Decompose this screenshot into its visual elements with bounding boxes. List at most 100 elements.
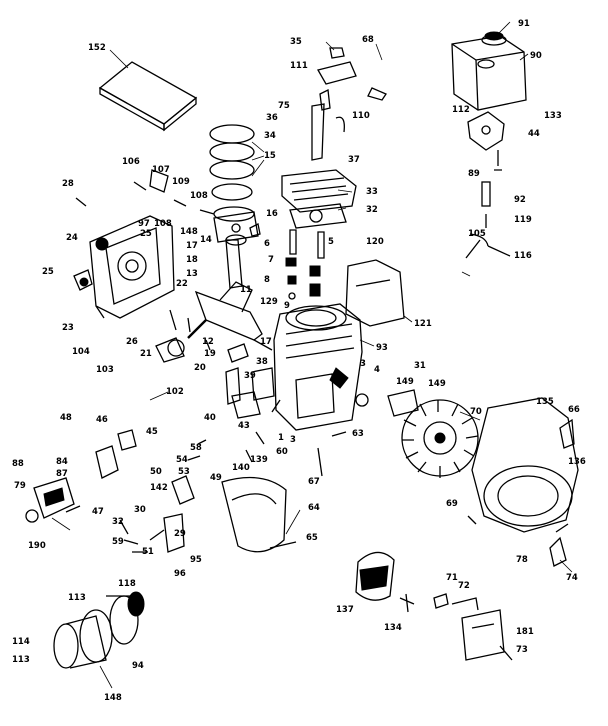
part-label: 3 [290, 435, 296, 445]
part-label: 53 [178, 467, 190, 477]
part-label: 84 [56, 457, 68, 467]
part-label: 46 [96, 415, 108, 425]
part-label: 54 [176, 455, 188, 465]
part-label: 44 [528, 129, 540, 139]
part-label: 87 [56, 469, 68, 479]
ignition-coil [355, 551, 505, 661]
part-label: 142 [150, 483, 168, 493]
part-label: 16 [266, 209, 278, 219]
piston-rings [209, 124, 255, 201]
part-label: 116 [514, 251, 532, 261]
part-label: 29 [174, 529, 186, 539]
part-label: 49 [210, 473, 222, 483]
leader-lines [51, 21, 573, 573]
part-label: 69 [446, 499, 458, 509]
part-label: 95 [190, 555, 202, 565]
part-label: 111 [290, 61, 308, 71]
part-label: 22 [176, 279, 188, 289]
part-label: 17 [186, 241, 198, 251]
part-label: 6 [264, 239, 270, 249]
part-label: 104 [72, 347, 90, 357]
part-label: 135 [536, 397, 554, 407]
part-label: 148 [180, 227, 198, 237]
part-label: 58 [190, 443, 202, 453]
part-label: 51 [142, 547, 154, 557]
blower-housing [471, 397, 579, 533]
part-label: 11 [240, 285, 252, 295]
part-label: 15 [264, 151, 276, 161]
part-label: 36 [266, 113, 278, 123]
part-label: 8 [264, 275, 270, 285]
part-label: 96 [174, 569, 186, 579]
part-label: 107 [152, 165, 170, 175]
part-label: 43 [238, 421, 250, 431]
part-label: 148 [104, 693, 122, 703]
part-label: 7 [268, 255, 274, 265]
part-label: 66 [568, 405, 580, 415]
part-label: 68 [362, 35, 374, 45]
part-label: 129 [260, 297, 278, 307]
part-label: 149 [396, 377, 414, 387]
part-label: 73 [516, 645, 528, 655]
part-label: 26 [126, 337, 138, 347]
crankshaft [187, 234, 273, 351]
part-label: 106 [122, 157, 140, 167]
part-label: 70 [470, 407, 482, 417]
part-label: 133 [544, 111, 562, 121]
air-cleaner-assembly [53, 591, 145, 689]
part-label: 108 [190, 191, 208, 201]
part-label: 113 [12, 655, 30, 665]
part-label: 88 [12, 459, 24, 469]
governor-parts [155, 337, 275, 419]
part-label: 119 [514, 215, 532, 225]
part-label: 105 [468, 229, 486, 239]
part-labels: 152 35 68 91 90 111 75 110 112 133 44 36… [12, 19, 586, 703]
part-label: 190 [28, 541, 46, 551]
part-label: 114 [12, 637, 30, 647]
part-label: 34 [264, 131, 276, 141]
part-label: 4 [374, 365, 380, 375]
part-label: 67 [308, 477, 320, 487]
part-label: 97 [138, 219, 150, 229]
part-label: 109 [172, 177, 190, 187]
part-label: 3 [360, 359, 366, 369]
part-label: 120 [366, 237, 384, 247]
part-label: 17 [260, 337, 272, 347]
part-label: 31 [414, 361, 426, 371]
part-label: 50 [150, 467, 162, 477]
part-label: 30 [134, 505, 146, 515]
part-label: 12 [202, 337, 214, 347]
part-label: 72 [458, 581, 470, 591]
part-label: 40 [204, 413, 216, 423]
part-label: 23 [62, 323, 74, 333]
part-label: 93 [376, 343, 388, 353]
part-label: 32 [366, 205, 378, 215]
flywheel [387, 389, 479, 478]
cylinder-block [271, 303, 369, 431]
part-label: 90 [530, 51, 542, 61]
part-label: 9 [284, 301, 290, 311]
part-label: 102 [166, 387, 184, 397]
part-label: 20 [194, 363, 206, 373]
part-label: 134 [384, 623, 402, 633]
part-label: 38 [256, 357, 268, 367]
part-label: 63 [352, 429, 364, 439]
part-label: 48 [60, 413, 72, 423]
part-label: 94 [132, 661, 144, 671]
part-label: 37 [348, 155, 360, 165]
owners-manual [98, 61, 198, 132]
part-label: 89 [468, 169, 480, 179]
part-label: 79 [14, 481, 26, 491]
small-hardware-top [75, 169, 261, 237]
part-label: 75 [278, 101, 290, 111]
part-label: 113 [68, 593, 86, 603]
part-label: 25 [42, 267, 54, 277]
part-label: 139 [250, 455, 268, 465]
part-label: 64 [308, 503, 320, 513]
carburetor-group [25, 429, 195, 553]
rocker-assembly [311, 47, 387, 161]
fuel-tank [451, 31, 527, 111]
part-label: 110 [352, 111, 370, 121]
part-label: 65 [306, 533, 318, 543]
part-label: 108 [154, 219, 172, 229]
